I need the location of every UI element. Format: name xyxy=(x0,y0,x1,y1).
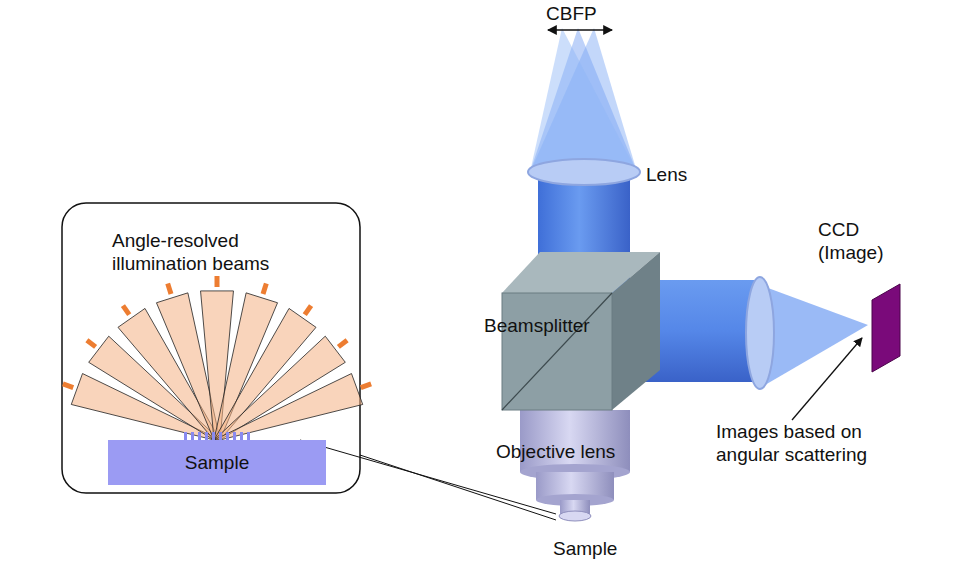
beamsplitter-cube: Beamsplitter xyxy=(484,314,636,340)
inset-panel: Angle-resolved illumination beamsSample xyxy=(62,203,360,493)
inset-frame xyxy=(62,203,360,493)
pointer-arrow xyxy=(792,338,862,420)
cube-side xyxy=(612,252,660,410)
ccd-sensor xyxy=(872,284,900,372)
node-text: Angle-resolved illumination beams xyxy=(112,229,322,275)
lens-label: Lens xyxy=(646,163,706,186)
sample-block: Sample xyxy=(108,440,326,485)
lens xyxy=(746,277,774,389)
node-text: Objective lens xyxy=(496,440,668,463)
lens xyxy=(528,159,640,185)
node-text: Sample xyxy=(185,451,249,474)
cbfp-arrow xyxy=(548,29,612,30)
cube-front xyxy=(502,293,612,410)
cbfp-label: CBFP xyxy=(546,2,626,25)
illumination-beams xyxy=(63,276,371,440)
node-text: Beamsplitter xyxy=(484,314,636,337)
objective-lens: Objective lens xyxy=(496,440,668,466)
ccd-label: CCD (Image) xyxy=(818,218,908,264)
note-label: Images based on angular scattering xyxy=(716,420,916,466)
sample-label: Sample xyxy=(553,537,633,560)
